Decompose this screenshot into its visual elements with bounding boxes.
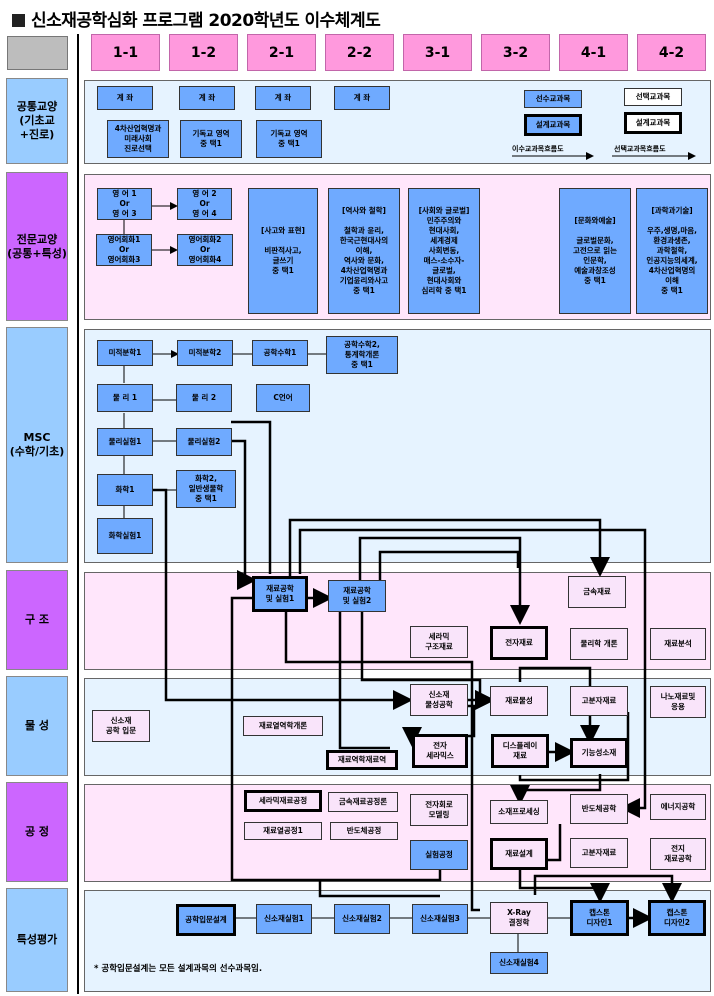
xray-crystallography: X-Ray 결정학 — [490, 902, 548, 934]
materials-mechanics: 재료역학재료역 — [326, 750, 398, 770]
english-conversation-2: 영어회화2 Or 영어회화4 — [177, 234, 233, 266]
chemistry-2: 화학2, 일반생물학 중 택1 — [176, 470, 236, 508]
row-label-structure: 구 조 — [6, 570, 68, 670]
electronic-ceramics: 전자 세라믹스 — [412, 734, 468, 768]
general-elective-2: 계 좌 — [179, 86, 235, 110]
functional-materials: 기능성소재 — [570, 738, 628, 768]
area-society-global: [사회와 글로벌] 민주주의와 현대사회, 세계경제 사회변동, 매스-소수자-… — [408, 188, 480, 314]
materials-engineering-lab-2: 재료공학 및 실험2 — [328, 580, 386, 612]
physics-lab-1: 물리실험1 — [97, 428, 153, 456]
page-title: 신소재공학심화 프로그램 2020학년도 이수체계도 — [12, 6, 381, 31]
ceramic-structural-materials: 세라믹 구조재료 — [410, 626, 468, 658]
calculus-2: 미적분학2 — [177, 340, 233, 366]
intro-materials-engineering: 신소재 공학 입문 — [92, 710, 150, 742]
capstone-design-2: 캡스톤 디자인2 — [648, 900, 706, 936]
career-design-course: 4차산업혁명과 미래사회 진로선택 — [107, 120, 169, 158]
experimental-process: 실험공정 — [410, 840, 468, 870]
materials-design: 재료설계 — [490, 838, 548, 870]
legend-prereq-course: 선수교과목 — [524, 90, 582, 108]
legend-recommended-flow: 선택교과목흐름도 — [614, 145, 666, 153]
legend-design-course-2: 설계교과목 — [624, 112, 682, 134]
calculus-1: 미적분학1 — [97, 340, 153, 366]
general-elective-3: 계 좌 — [255, 86, 311, 110]
intro-engineering-design: 공학입문설계 — [176, 904, 236, 936]
materials-analysis: 재료분석 — [650, 628, 706, 660]
materials-experiment-1: 신소재실험1 — [256, 904, 312, 934]
legend-recommended-course: 선택교과목 — [624, 88, 682, 106]
english-2: 영 어 2 Or 영 어 4 — [177, 188, 232, 220]
row-label-properties: 물 성 — [6, 676, 68, 776]
semester-2-1: 2-1 — [247, 34, 316, 71]
christian-course-2: 기독교 영역 중 택1 — [256, 120, 322, 158]
semester-2-2: 2-2 — [325, 34, 394, 71]
semester-4-1: 4-1 — [559, 34, 628, 71]
row-label-general: 공통교양 (기초교 +진로) — [6, 78, 68, 164]
metal-processing: 금속재료공정론 — [328, 792, 398, 812]
area-culture-art: [문화와예술] 글로벌문화, 고전으로 읽는 인문학, 예술과창조성 중 택1 — [559, 188, 631, 314]
materials-engineering-lab-1: 재료공학 및 실험1 — [252, 576, 308, 612]
general-elective-4: 계 좌 — [334, 86, 390, 110]
polymer-materials: 고분자재료 — [570, 686, 628, 716]
semiconductor-engineering: 반도체공학 — [570, 794, 628, 824]
semiconductor-processing: 반도체공정 — [330, 822, 398, 840]
metal-materials: 금속재료 — [568, 576, 626, 608]
thermal-processing-1: 재료열공정1 — [244, 822, 322, 840]
battery-materials-engineering: 전지 재료공학 — [650, 838, 706, 870]
display-materials: 디스플레이 재료 — [491, 734, 549, 768]
row-label-characterization: 특성평가 — [6, 888, 68, 992]
materials-processing: 소재프로세싱 — [490, 800, 548, 824]
capstone-design-1: 캡스톤 디자인1 — [570, 900, 629, 936]
semester-3-2: 3-2 — [481, 34, 550, 71]
circuit-modeling: 전자회로 모델링 — [410, 794, 468, 826]
row-label-msc: MSC (수학/기초) — [6, 327, 68, 563]
materials-thermodynamics: 재료열역학개론 — [243, 716, 323, 736]
area-history-philosophy: [역사와 철학] 철학과 윤리, 한국근현대사의 이해, 역사와 문화, 4차산… — [328, 188, 400, 314]
materials-properties-engineering: 신소재 물성공학 — [410, 684, 468, 716]
physics-2: 물 리 2 — [176, 384, 232, 412]
materials-experiment-4: 신소재실험4 — [490, 952, 548, 974]
ceramic-processing: 세라믹재료공정 — [244, 790, 322, 812]
semester-1-1: 1-1 — [91, 34, 160, 71]
christian-course-1: 기독교 영역 중 택1 — [180, 120, 242, 158]
title-text: 신소재공학심화 프로그램 2020학년도 이수체계도 — [31, 11, 381, 31]
general-elective-1: 계 좌 — [97, 86, 153, 110]
materials-properties: 재료물성 — [490, 686, 548, 716]
physics-lab-2: 물리실험2 — [176, 428, 232, 456]
nano-materials-applications: 나노재료및 응용 — [650, 686, 706, 718]
semester-4-2: 4-2 — [637, 34, 706, 71]
materials-experiment-3: 신소재실험3 — [412, 904, 468, 934]
chemistry-lab-1: 화학실험1 — [97, 518, 153, 554]
english-conversation-1: 영어회화1 Or 영어회화3 — [96, 234, 152, 266]
divider-line — [77, 34, 79, 994]
header-corner — [7, 36, 68, 70]
electronic-materials: 전자재료 — [490, 626, 548, 660]
physics-1: 물 리 1 — [97, 384, 153, 412]
area-thinking-expression: [사고와 표현] 비판적사고, 글쓰기 중 택1 — [248, 188, 318, 314]
chemistry-1: 화학1 — [97, 474, 153, 506]
legend-prereq-flow: 이수교과목흐름도 — [512, 145, 564, 153]
engineering-math-2: 공학수학2, 통계학개론 중 택1 — [326, 336, 398, 374]
polymer-materials-process: 고분자재료 — [570, 838, 628, 868]
energy-engineering: 에너지공학 — [650, 794, 706, 820]
intro-physics-materials: 물리학 개론 — [570, 628, 628, 660]
footnote: * 공학입문설계는 모든 설계과목의 선수과목임. — [94, 964, 263, 974]
semester-3-1: 3-1 — [403, 34, 472, 71]
c-language: C언어 — [256, 384, 310, 412]
legend-design-course: 설계교과목 — [524, 114, 582, 136]
english-1: 영 어 1 Or 영 어 3 — [97, 188, 152, 220]
title-square-icon — [12, 14, 25, 27]
engineering-math-1: 공학수학1 — [252, 340, 308, 366]
semester-1-2: 1-2 — [169, 34, 238, 71]
area-science-technology: [과학과기술] 우주,생명,마음, 환경과생존, 과학철학, 인공지능의세계, … — [636, 188, 708, 314]
row-label-process: 공 정 — [6, 782, 68, 882]
materials-experiment-2: 신소재실험2 — [334, 904, 390, 934]
row-label-major-liberal: 전문교양 (공통+특성) — [6, 172, 68, 321]
